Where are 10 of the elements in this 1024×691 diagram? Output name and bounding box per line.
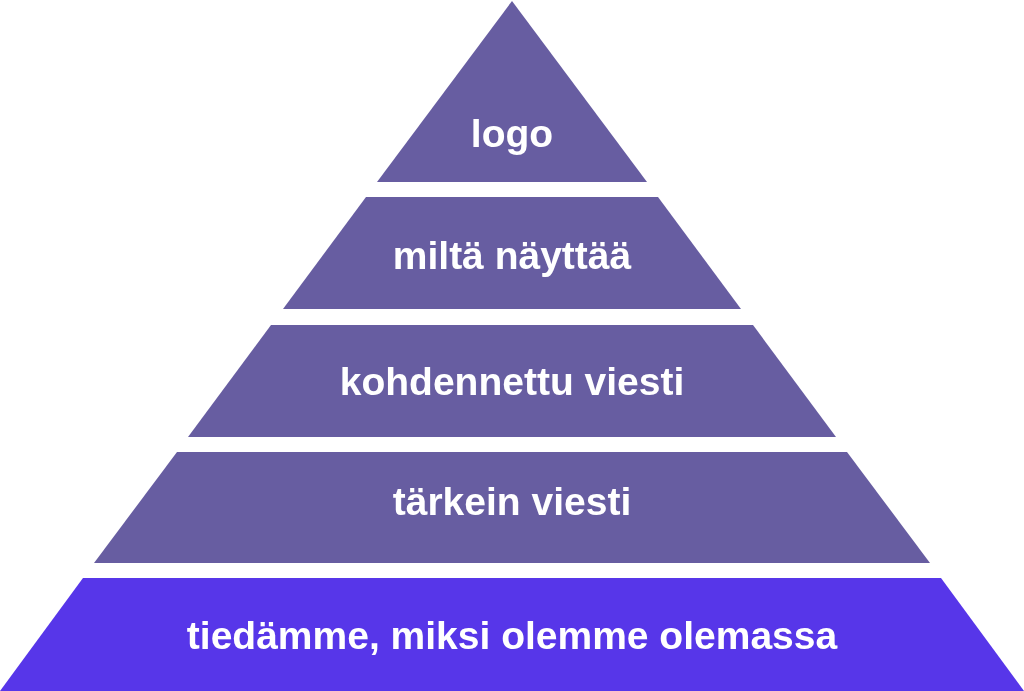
pyramid-tier	[94, 452, 930, 563]
tier-label: logo	[470, 112, 554, 156]
pyramid-tier	[0, 578, 1024, 691]
pyramid-apex	[377, 1, 647, 182]
tier-label: tiedämme, miksi olemme olemassa	[186, 614, 838, 658]
tier-label: miltä näyttää	[392, 234, 632, 278]
pyramid-tier	[283, 197, 741, 309]
pyramid-tier	[188, 325, 836, 437]
tier-label: tärkein viesti	[392, 480, 632, 524]
tier-label: kohdennettu viesti	[339, 360, 685, 404]
